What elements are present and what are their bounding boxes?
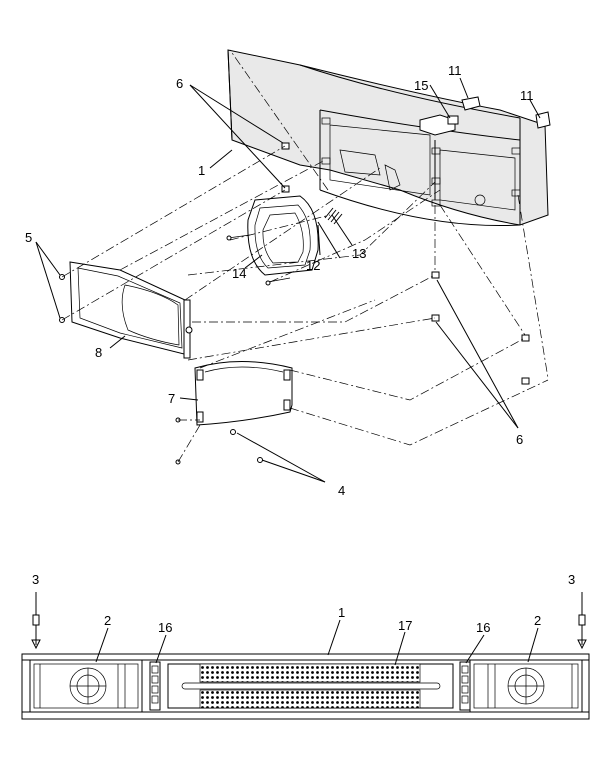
callout-8: 8 [95,345,102,360]
bolt-3-left [31,592,41,650]
marker-16-left [149,661,161,711]
leader-lines-bottom [95,619,539,666]
headlamp-2-left [29,659,143,713]
callout-12: 12 [306,258,320,273]
callout-7: 7 [168,391,175,406]
marker-16-right [459,661,471,711]
spring-13 [324,207,343,225]
callout-13: 13 [352,246,366,261]
callout-1-bottom: 1 [338,605,345,620]
callout-4: 4 [338,483,345,498]
clip-nuts-6 [281,142,530,385]
callout-1-top: 1 [198,163,205,178]
callout-16-left: 16 [158,620,172,635]
clip-11-left [461,96,481,111]
callout-3-right: 3 [568,572,575,587]
callout-15: 15 [414,78,428,93]
callout-5: 5 [25,230,32,245]
callout-14: 14 [232,266,246,281]
callout-2-left: 2 [104,613,111,628]
callout-3-left: 3 [32,572,39,587]
callout-11-right: 11 [520,88,534,103]
screw-12 [317,221,341,259]
leader-lines-top [35,77,541,483]
clip-11-right [535,111,551,129]
headlamp-14 [226,195,319,286]
callout-6-bottom: 6 [516,432,523,447]
alignment-lines [61,49,549,463]
headlamp-2-right [469,659,583,713]
callout-11-left: 11 [448,63,462,78]
bolt-3-right [577,592,587,650]
grille-mesh-17 [167,663,454,709]
callout-2-right: 2 [534,613,541,628]
callout-labels: 1 4 5 6 6 7 8 11 11 12 13 14 15 3 3 2 2 … [25,63,575,635]
connector-15 [419,114,459,136]
callout-17: 17 [398,618,412,633]
callout-16-right: 16 [476,620,490,635]
shield-7 [175,361,293,465]
callout-6-top: 6 [176,76,183,91]
